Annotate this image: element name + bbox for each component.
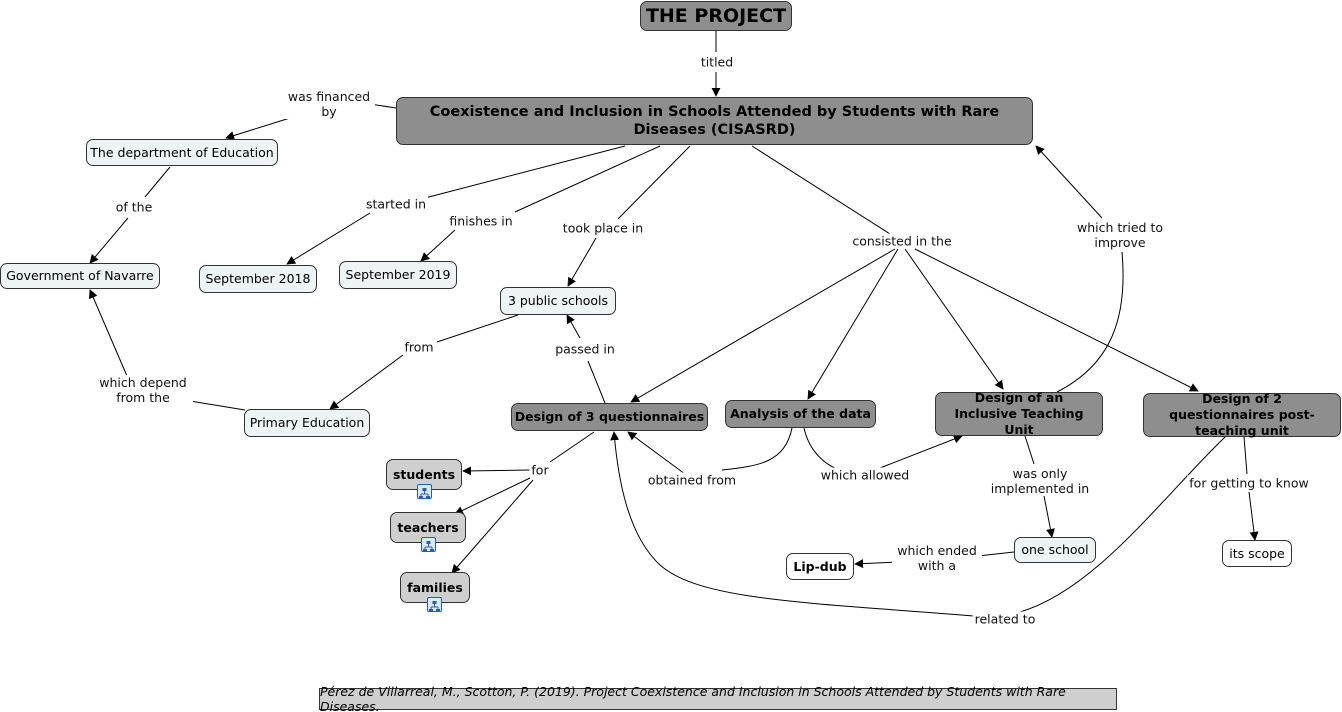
- link-label-tried-improve: which tried to improve: [1070, 220, 1170, 250]
- link-tookplace-out: [567, 237, 597, 287]
- node-cisasrd-text: Coexistence and Inclusion in Schools Att…: [429, 104, 1000, 138]
- link-consisted-c: [904, 248, 1004, 390]
- link-from-in: [436, 314, 519, 343]
- node-analysis-data-text: Analysis of the data: [730, 406, 871, 421]
- link-label-titled: titled: [698, 54, 736, 70]
- node-design-3-questionnaires[interactable]: Design of 3 questionnaires: [511, 403, 708, 431]
- node-its-scope-text: its scope: [1229, 545, 1285, 561]
- node-public-schools-text: 3 public schools: [507, 293, 609, 308]
- link-for-b: [454, 477, 531, 515]
- node-primary-education-text: Primary Education: [249, 415, 365, 430]
- link-implemented-in: [1024, 435, 1035, 465]
- link-label-from: from: [402, 339, 436, 355]
- link-label-related-to: related to: [972, 611, 1038, 627]
- concept-map-icon[interactable]: [417, 484, 432, 499]
- node-lip-dub[interactable]: Lip-dub: [786, 553, 854, 580]
- citation-caption: Pérez de Villarreal, M., Scotton, P. (20…: [319, 684, 1117, 712]
- link-getting-in: [1243, 436, 1248, 475]
- link-label-took-place: took place in: [560, 220, 646, 236]
- node-the-project[interactable]: THE PROJECT: [640, 1, 792, 31]
- node-the-project-text: THE PROJECT: [645, 5, 787, 27]
- link-for-in: [549, 431, 595, 463]
- link-tried-in: [1056, 251, 1124, 393]
- link-label-of-the: of the: [113, 199, 155, 215]
- link-consisted-d: [914, 248, 1199, 392]
- link-from-out: [329, 354, 404, 410]
- link-tookplace-in: [617, 145, 691, 220]
- link-finishes-out: [420, 229, 456, 262]
- node-dept-education-text: The department of Education: [90, 144, 274, 160]
- concept-map-icon[interactable]: [421, 537, 436, 552]
- node-gov-navarre[interactable]: Government of Navarre: [0, 263, 160, 289]
- node-lip-dub-text: Lip-dub: [793, 558, 847, 574]
- node-inclusive-unit[interactable]: Design of an Inclusive Teaching Unit: [935, 390, 1103, 437]
- link-consisted-in: [751, 145, 891, 235]
- node-post-teaching-text: Design of 2 questionnaires post-teaching…: [1169, 391, 1315, 438]
- link-implemented-out: [1043, 495, 1055, 538]
- node-its-scope[interactable]: its scope: [1222, 540, 1292, 567]
- link-financed-out: [225, 117, 291, 140]
- link-label-finishes-in: finishes in: [447, 213, 515, 229]
- link-ofthe-out: [89, 217, 129, 264]
- link-tried-out: [1035, 145, 1103, 219]
- link-ofthe-in: [144, 166, 171, 198]
- link-obtained-in: [721, 427, 793, 471]
- node-gov-navarre-text: Government of Navarre: [6, 268, 154, 283]
- link-label-for: for: [529, 462, 551, 478]
- node-primary-education[interactable]: Primary Education: [244, 409, 370, 437]
- node-design-3-questionnaires-text: Design of 3 questionnaires: [514, 409, 705, 424]
- link-label-financed: was financed by: [283, 89, 375, 119]
- link-depend-in: [189, 400, 246, 411]
- link-passedin-in: [587, 360, 606, 404]
- node-analysis-data[interactable]: Analysis of the data: [725, 400, 876, 428]
- node-sep-2019-text: September 2019: [345, 267, 451, 282]
- node-dept-education[interactable]: The department of Education: [86, 139, 278, 166]
- link-depend-out: [89, 289, 128, 377]
- node-teachers[interactable]: teachers: [390, 512, 466, 543]
- node-sep-2018[interactable]: September 2018: [199, 265, 317, 293]
- link-getting-out: [1248, 491, 1259, 541]
- node-teachers-text: teachers: [397, 519, 459, 535]
- node-post-teaching[interactable]: Design of 2 questionnaires post-teaching…: [1143, 391, 1341, 438]
- link-obtained-out: [627, 431, 686, 475]
- node-sep-2019[interactable]: September 2019: [339, 261, 457, 289]
- node-public-schools[interactable]: 3 public schools: [500, 287, 616, 315]
- link-label-consisted: consisted in the: [850, 233, 954, 249]
- link-label-getting-to-know: for getting to know: [1187, 475, 1311, 491]
- link-label-passed-in: passed in: [553, 341, 617, 357]
- node-sep-2018-text: September 2018: [205, 271, 311, 286]
- link-ended-in: [977, 551, 1015, 557]
- link-for-c: [451, 479, 534, 574]
- link-label-ended-with: which ended with a: [892, 543, 982, 573]
- link-passedin-out: [566, 314, 581, 339]
- node-families-text: families: [407, 579, 463, 595]
- link-consisted-b: [807, 248, 899, 400]
- concept-map-icon[interactable]: [427, 597, 442, 612]
- link-label-started-in: started in: [363, 196, 429, 212]
- link-for-a: [462, 466, 531, 476]
- link-allowed-out: [879, 434, 963, 469]
- link-related-out: [610, 431, 975, 617]
- link-label-which-allowed: which allowed: [818, 467, 912, 483]
- link-started-in: [424, 145, 626, 199]
- link-started-out: [286, 212, 371, 265]
- link-consisted-a: [630, 248, 896, 403]
- link-label-obtained-from: obtained from: [645, 472, 739, 488]
- node-one-school[interactable]: one school: [1014, 537, 1096, 563]
- link-ended-out: [854, 559, 899, 569]
- citation-text: Pérez de Villarreal, M., Scotton, P. (20…: [320, 684, 1066, 712]
- node-inclusive-unit-text: Design of an Inclusive Teaching Unit: [954, 390, 1084, 437]
- link-finishes-in: [514, 145, 661, 213]
- link-label-implemented: was only implemented in: [986, 466, 1094, 496]
- link-label-depend: which depend from the: [93, 375, 193, 405]
- node-students-text: students: [392, 466, 456, 482]
- node-cisasrd[interactable]: Coexistence and Inclusion in Schools Att…: [396, 97, 1033, 145]
- node-one-school-text: one school: [1021, 542, 1089, 557]
- link-related-in: [1019, 436, 1226, 613]
- link-allowed-in: [803, 427, 843, 471]
